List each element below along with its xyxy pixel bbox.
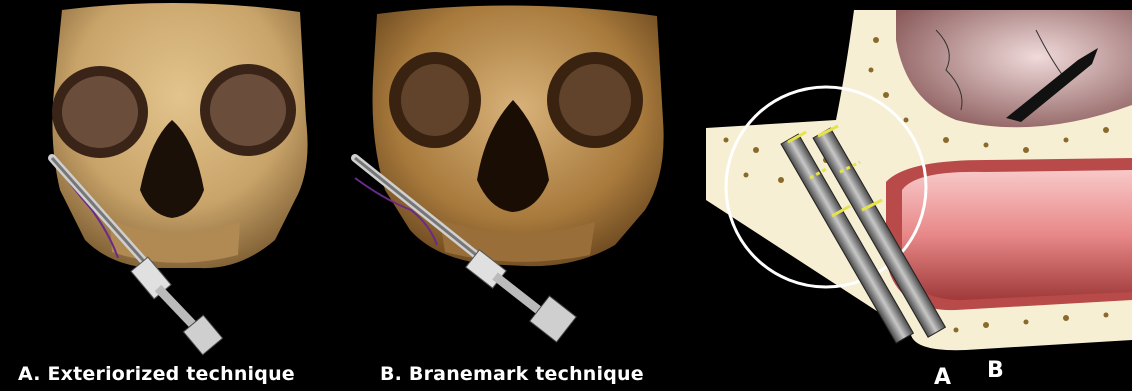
- caption-branemark: B. Branemark technique: [380, 363, 644, 385]
- cross-section-diagram: [706, 0, 1132, 391]
- skull-photo-branemark: [345, 0, 690, 391]
- implant-a-label: A: [934, 365, 951, 390]
- skull-a: [52, 3, 308, 268]
- caption-exteriorized: A. Exteriorized technique: [18, 363, 295, 385]
- implant-b-label: B: [987, 358, 1004, 383]
- skull-photo-exteriorized: [0, 0, 345, 391]
- skull-b: [373, 5, 664, 266]
